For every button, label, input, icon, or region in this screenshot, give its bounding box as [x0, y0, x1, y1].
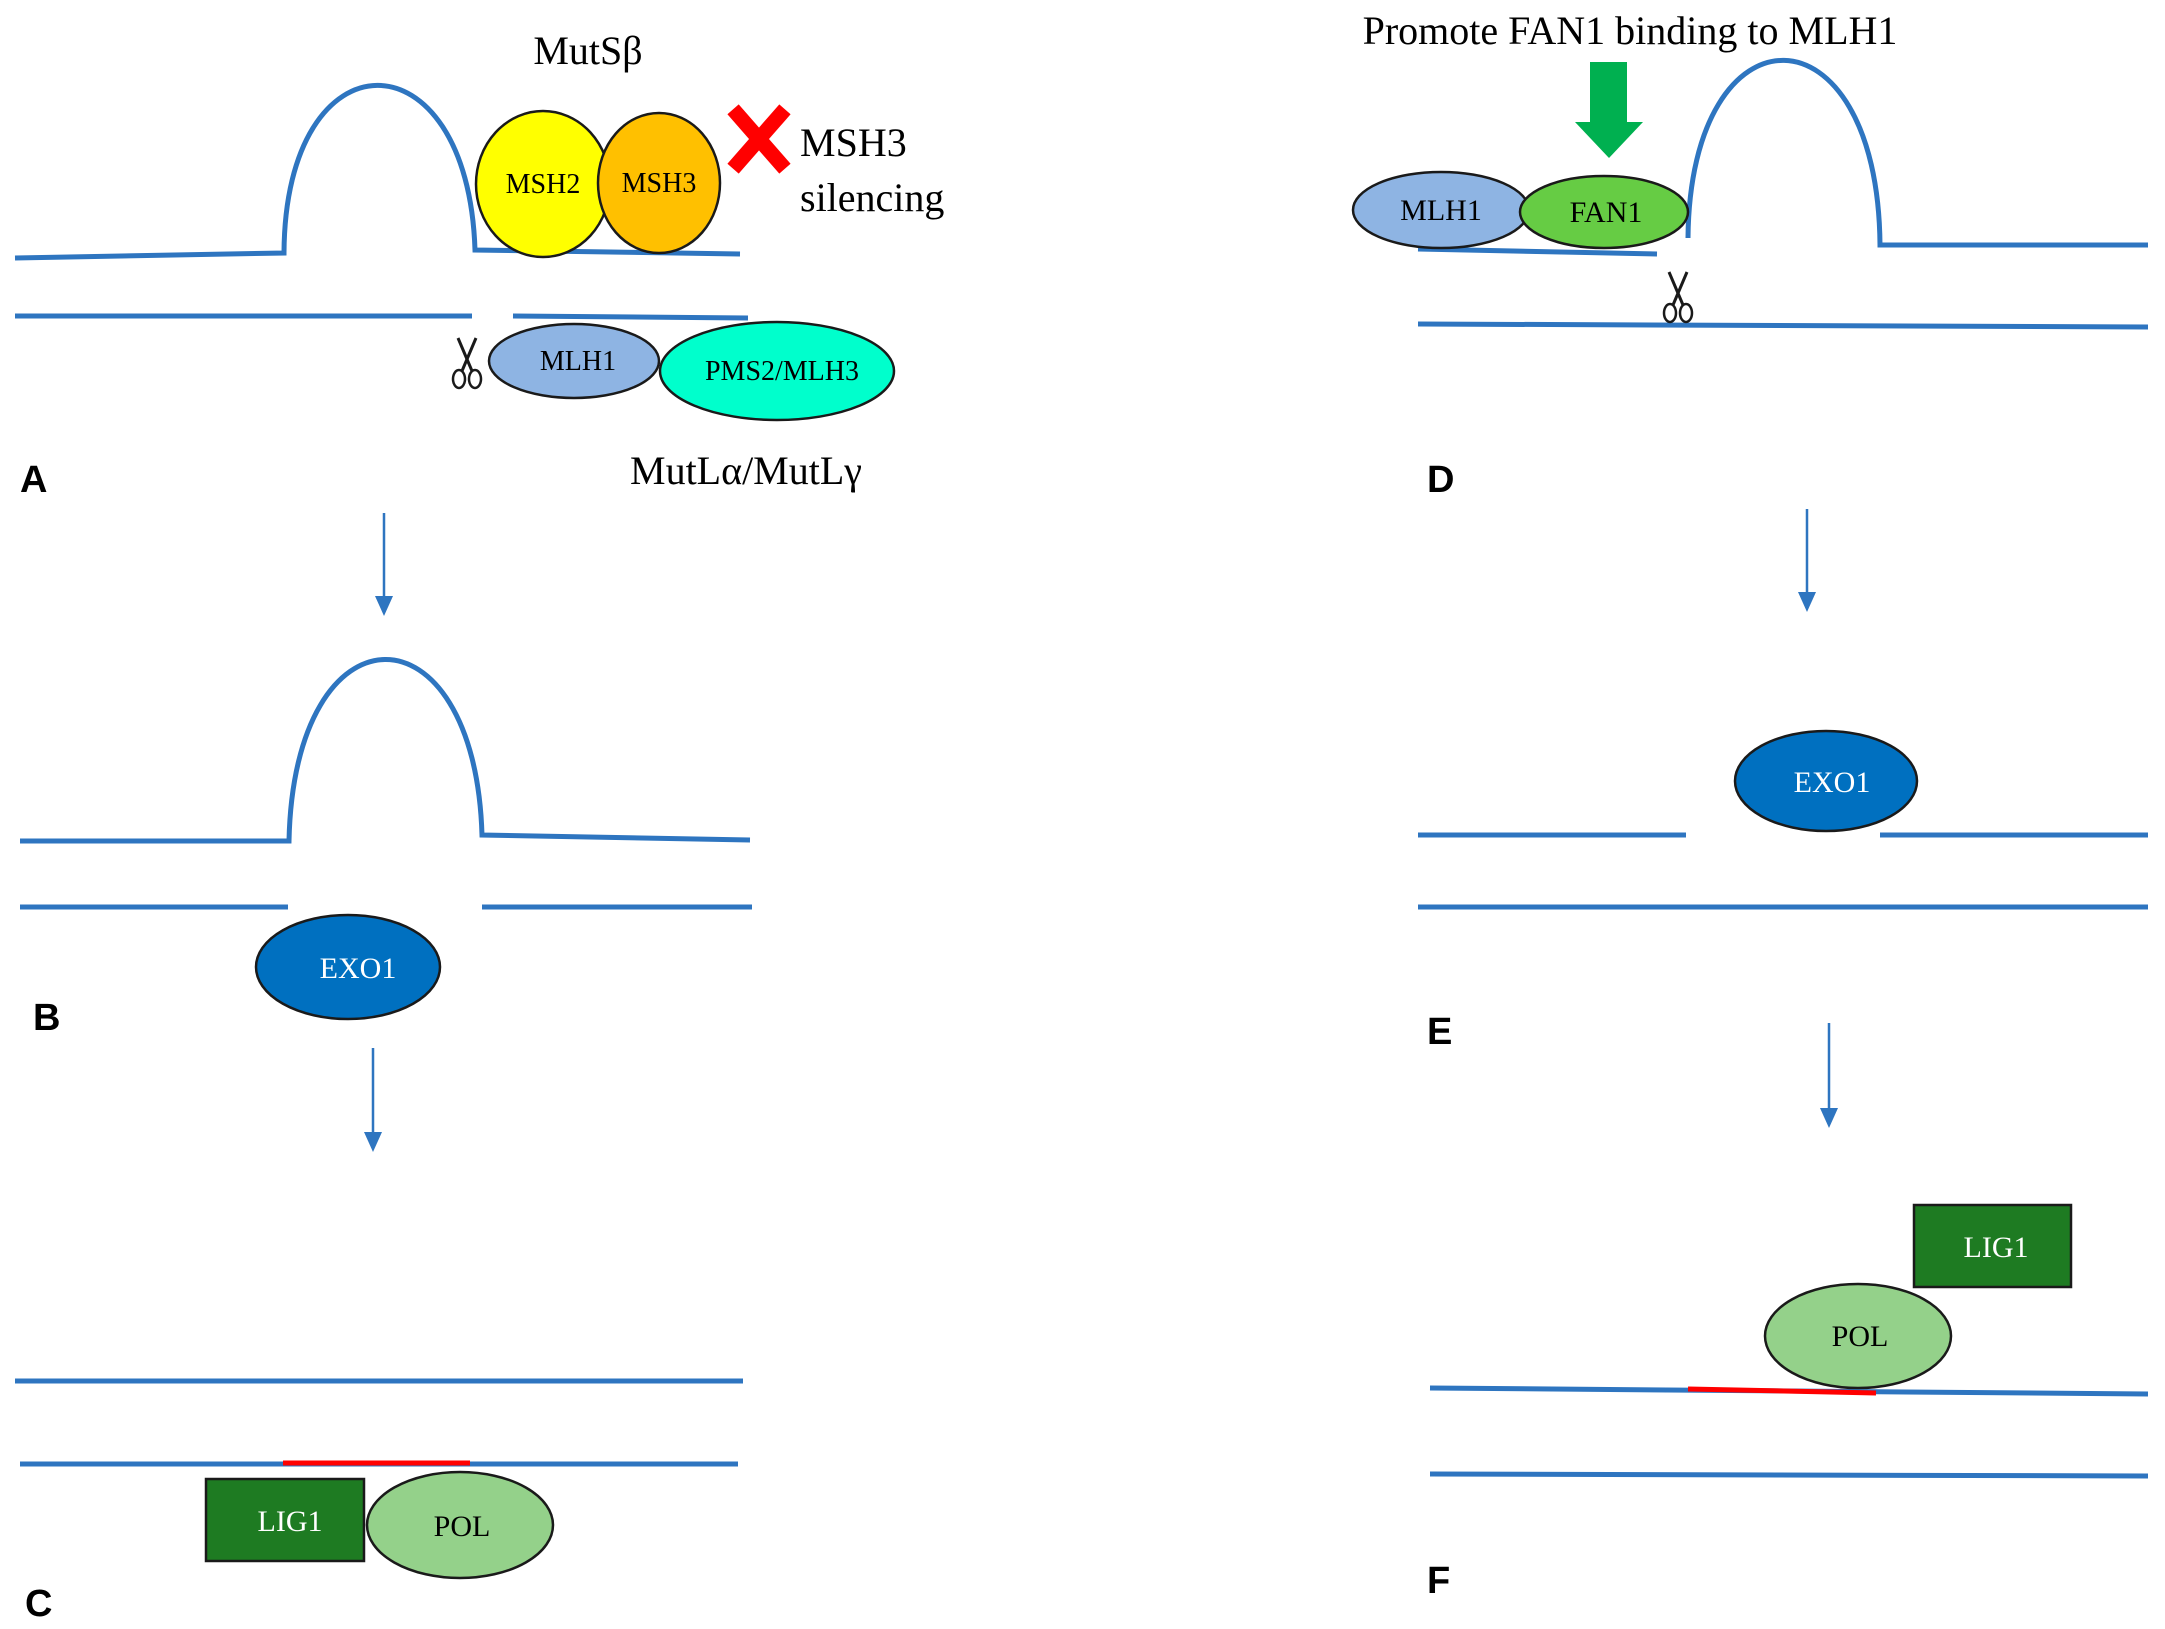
arrow-b-to-c — [364, 1048, 382, 1152]
promote-fan1-label: Promote FAN1 binding to MLH1 — [1363, 8, 1898, 53]
panel-a-letter: A — [20, 459, 47, 501]
panel-d: Promote FAN1 binding to MLH1 MLH1 FAN1 D — [1351, 8, 2149, 501]
lig1-protein — [204, 1477, 366, 1563]
exo1-protein — [1733, 729, 1919, 833]
mlh1-protein — [487, 322, 661, 400]
exo1-label: EXO1 — [320, 952, 397, 985]
dna-bottom-strand — [1429, 1471, 2149, 1479]
msh3-protein — [596, 111, 722, 255]
panel-e: EXO1 E — [1418, 729, 2148, 1053]
arrow-d-to-e — [1798, 509, 1816, 612]
pms2-mlh3-label: PMS2/MLH3 — [705, 356, 859, 387]
panel-f: LIG1 POL F — [1427, 1203, 2149, 1602]
lig1-label: LIG1 — [1964, 1231, 2029, 1264]
msh3-silencing-line1: MSH3 — [800, 120, 907, 165]
dna-bottom-strand-right — [512, 313, 749, 321]
lig1-label: LIG1 — [258, 1505, 323, 1538]
scissors-icon — [1662, 270, 1694, 324]
msh3-silencing-line2: silencing — [800, 175, 944, 220]
dna-top-strand-loop — [1685, 57, 2148, 248]
panel-c-letter: C — [25, 1583, 52, 1625]
mutl-complex-label: MutLα/MutLγ — [630, 448, 862, 493]
pol-protein — [1763, 1282, 1953, 1390]
mlh1-label: MLH1 — [540, 346, 616, 377]
down-arrow-icon — [1575, 62, 1643, 158]
dna-top-strand-left — [1417, 246, 1658, 257]
panel-b-letter: B — [33, 997, 60, 1039]
dna-bottom-strand — [1417, 321, 2149, 330]
pol-protein — [365, 1470, 555, 1580]
exo1-label: EXO1 — [1794, 766, 1871, 799]
panel-d-letter: D — [1427, 459, 1454, 501]
pol-label: POL — [1832, 1320, 1889, 1353]
panel-f-letter: F — [1427, 1560, 1450, 1602]
arrow-a-to-b — [375, 513, 393, 616]
panel-b: EXO1 B — [20, 657, 752, 1039]
dna-top-strand-loop — [14, 82, 741, 261]
pms2-mlh3-protein — [658, 320, 896, 422]
pol-label: POL — [434, 1510, 491, 1543]
msh2-label: MSH2 — [506, 169, 581, 200]
panel-e-letter: E — [1427, 1011, 1452, 1053]
panel-a: MSH2 MSH3 MutSβ MSH3 silencing MLH1 PMS2… — [14, 28, 944, 501]
exo1-protein — [254, 913, 442, 1021]
mutsb-complex-label: MutSβ — [533, 28, 642, 73]
dna-top-strand-loop — [20, 657, 751, 844]
arrow-e-to-f — [1820, 1023, 1838, 1128]
fan1-label: FAN1 — [1570, 196, 1643, 229]
lig1-protein — [1912, 1203, 2073, 1289]
fan1-protein — [1518, 174, 1690, 250]
panel-c: LIG1 POL C — [15, 1378, 743, 1625]
scissors-icon — [451, 336, 483, 390]
x-mark-icon — [727, 104, 791, 174]
mlh1-label: MLH1 — [1400, 194, 1482, 227]
new-synthesis-segment — [1687, 1386, 1877, 1396]
msh3-label: MSH3 — [622, 168, 697, 199]
